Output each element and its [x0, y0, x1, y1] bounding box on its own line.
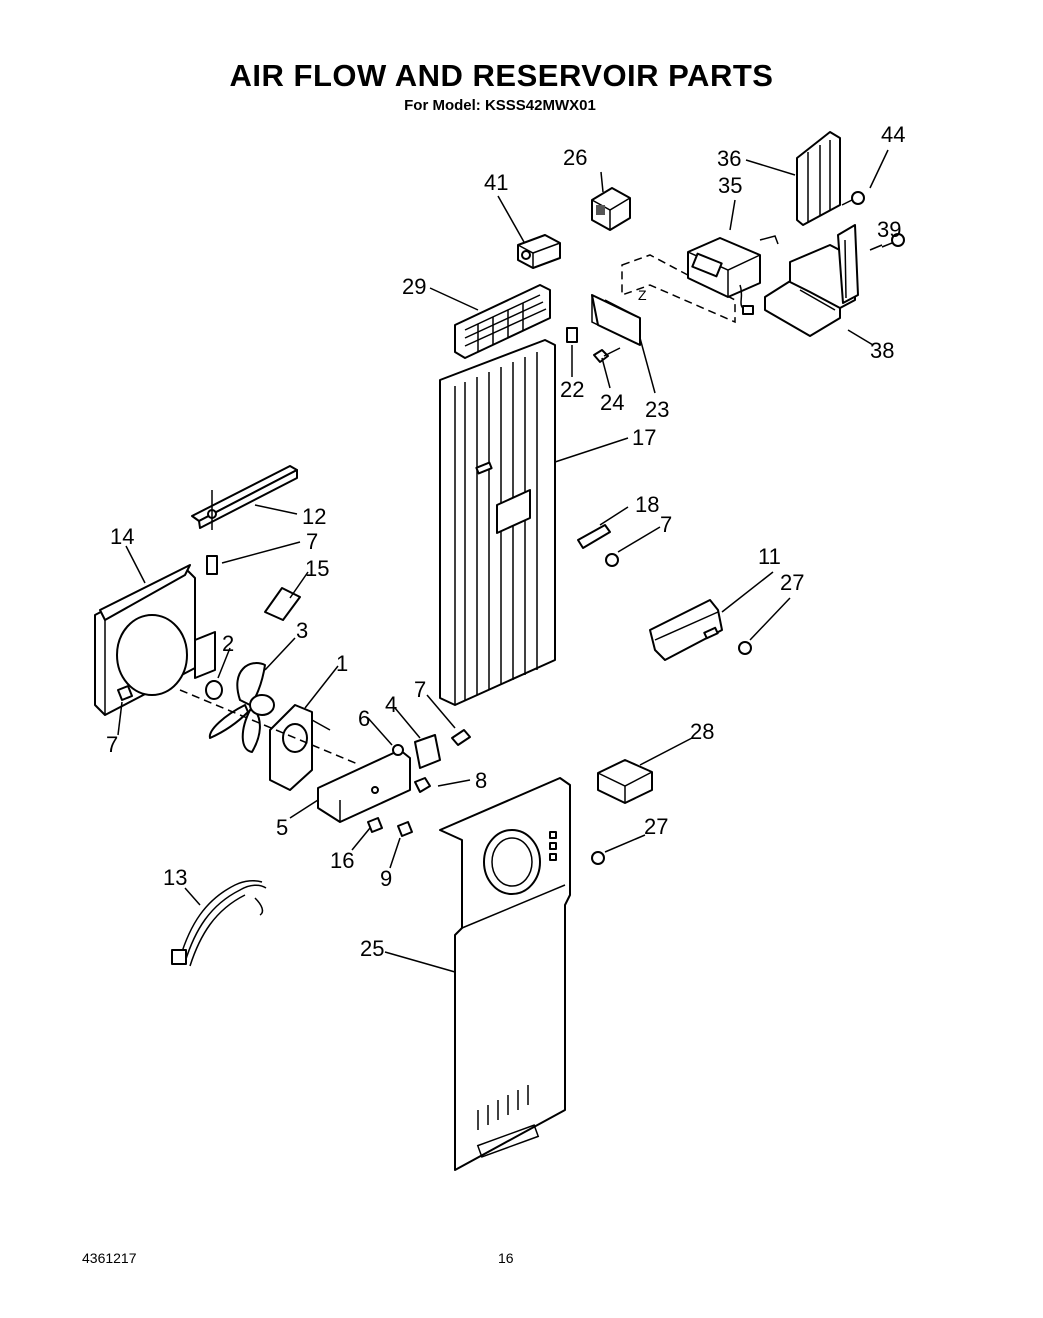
- part-1-fan-motor: [269, 704, 331, 791]
- part-3-fan-blade: [208, 662, 275, 753]
- callout-26: 26: [563, 145, 587, 170]
- page-number: 16: [498, 1250, 514, 1266]
- callout-18: 18: [635, 492, 659, 517]
- callout-15: 15: [305, 556, 329, 581]
- callout-35: 35: [718, 173, 742, 198]
- page-title: AIR FLOW AND RESERVOIR PARTS: [229, 58, 774, 93]
- part-12-bracket: [191, 465, 298, 530]
- part-7-screw-b: [605, 553, 619, 567]
- part-41-block: [517, 234, 561, 269]
- callout-6: 6: [358, 706, 370, 731]
- callout-7-top-left: 7: [306, 529, 318, 554]
- callout-13: 13: [163, 865, 187, 890]
- part-9-screw: [397, 821, 413, 837]
- callout-7-right: 7: [660, 512, 672, 537]
- svg-text:Z: Z: [638, 287, 647, 303]
- part-23-bracket: Z: [591, 254, 736, 346]
- callout-11: 11: [758, 544, 781, 569]
- part-29-grille: [454, 284, 551, 359]
- part-16-screw: [367, 817, 383, 833]
- part-36-upright-bracket: [796, 131, 841, 226]
- callout-9: 9: [380, 866, 392, 891]
- part-27-screw-b: [591, 851, 605, 865]
- part-2-spacer: [205, 680, 223, 700]
- callout-labels: 26 41 29 36 35 44 39 38 22 24 23 17 18 7…: [106, 122, 905, 961]
- callout-4: 4: [385, 692, 397, 717]
- part-28-block: [597, 759, 653, 804]
- part-39-screw: [881, 233, 905, 248]
- callout-1: 1: [336, 651, 348, 676]
- callout-27-lower: 27: [644, 814, 668, 839]
- part-44-screw: [841, 191, 865, 206]
- document-number: 4361217: [82, 1250, 137, 1266]
- callout-38: 38: [870, 338, 894, 363]
- part-15-bracket: [264, 587, 301, 621]
- model-subtitle: For Model: KSSS42MWX01: [404, 97, 596, 114]
- callout-28: 28: [690, 719, 714, 744]
- callout-2: 2: [222, 631, 234, 656]
- callout-8: 8: [475, 768, 487, 793]
- callout-36: 36: [717, 146, 741, 171]
- callout-25: 25: [360, 936, 384, 961]
- part-13-wire-harness: [171, 880, 267, 967]
- part-26-cube: [591, 187, 631, 231]
- callout-23: 23: [645, 397, 669, 422]
- part-6-washer: [392, 744, 404, 756]
- part-7-screw-c: [451, 729, 471, 746]
- part-25-rear-cover: [439, 777, 571, 1171]
- part-5-motor-bracket: [317, 749, 411, 823]
- callout-14: 14: [110, 524, 134, 549]
- callout-39: 39: [877, 217, 901, 242]
- callout-3: 3: [296, 618, 308, 643]
- callout-7-center: 7: [414, 677, 426, 702]
- part-38-reservoir-tray: [764, 224, 859, 337]
- part-24-screw: [593, 347, 621, 363]
- part-11-bracket: [649, 599, 723, 661]
- callout-41: 41: [484, 170, 508, 195]
- callout-17: 17: [632, 425, 656, 450]
- callout-29: 29: [402, 274, 426, 299]
- part-4-bracket: [414, 734, 441, 769]
- part-22-clip: [566, 327, 578, 343]
- part-7-screw-a: [206, 555, 218, 575]
- callout-27-upper: 27: [780, 570, 804, 595]
- callout-44: 44: [881, 122, 905, 147]
- callout-16: 16: [330, 848, 354, 873]
- part-14-fan-housing: [94, 564, 216, 716]
- callout-7-left: 7: [106, 732, 118, 757]
- part-27-screw-a: [738, 641, 752, 655]
- part-7-screw-d: [117, 685, 133, 701]
- part-35-transformer: [687, 235, 779, 315]
- part-17-air-duct-panel: [439, 339, 556, 706]
- dashed-alignment-line: [179, 689, 361, 766]
- callout-5: 5: [276, 815, 288, 840]
- callout-12: 12: [302, 504, 326, 529]
- part-8-nut: [414, 777, 431, 793]
- callout-22: 22: [560, 377, 584, 402]
- leader-lines: [117, 149, 889, 973]
- part-18-bracket: [577, 524, 611, 549]
- callout-24: 24: [600, 390, 624, 415]
